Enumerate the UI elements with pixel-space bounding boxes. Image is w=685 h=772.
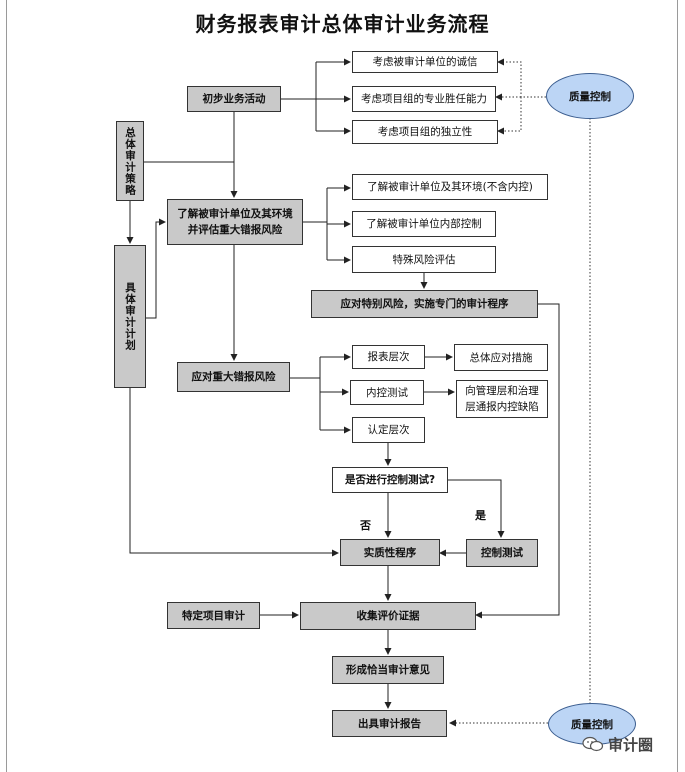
fs-level-box: 报表层次	[352, 345, 425, 369]
assertion-level-box: 认定层次	[352, 417, 425, 443]
quality-control-top-ellipse: 质量控制	[546, 73, 634, 119]
wechat-icon	[582, 736, 604, 752]
page-frame	[6, 0, 678, 772]
preliminary-activities-box: 初步业务活动	[187, 86, 281, 112]
collect-evidence-box: 收集评价证据	[300, 602, 476, 630]
ic-test-box: 内控测试	[350, 380, 424, 405]
integrity-box: 考虑被审计单位的诚信	[352, 51, 498, 73]
watermark: 审计圈	[582, 733, 672, 755]
control-testing-box: 控制测试	[466, 539, 538, 567]
special-risk-response-box: 应对特别风险，实施专门的审计程序	[311, 290, 538, 318]
watermark-text: 审计圈	[608, 735, 654, 754]
page-title: 财务报表审计总体审计业务流程	[195, 12, 490, 36]
control-test-question-box: 是否进行控制测试?	[332, 467, 448, 493]
substantive-procedures-box: 实质性程序	[340, 539, 440, 566]
no-label: 否	[360, 519, 371, 532]
overall-response-box: 总体应对措施	[454, 344, 548, 371]
independence-box: 考虑项目组的独立性	[352, 120, 498, 144]
specific-plan-box: 具体审计计划	[114, 245, 146, 388]
respond-risk-box: 应对重大错报风险	[177, 362, 290, 392]
overall-strategy-box: 总体审计策略	[116, 121, 144, 201]
special-risk-assess-box: 特殊风险评估	[352, 246, 496, 273]
understand-env-box: 了解被审计单位及其环境(不含内控)	[352, 174, 548, 200]
form-opinion-box: 形成恰当审计意见	[332, 656, 444, 684]
issue-report-box: 出具审计报告	[332, 710, 447, 737]
understand-entity-box: 了解被审计单位及其环境并评估重大错报风险	[167, 199, 303, 245]
yes-label: 是	[475, 509, 486, 522]
competence-box: 考虑项目组的专业胜任能力	[352, 86, 496, 112]
report-ic-deficiency-box: 向管理层和治理层通报内控缺陷	[456, 380, 548, 418]
special-item-audit-box: 特定项目审计	[167, 602, 260, 629]
understand-ic-box: 了解被审计单位内部控制	[352, 211, 496, 237]
